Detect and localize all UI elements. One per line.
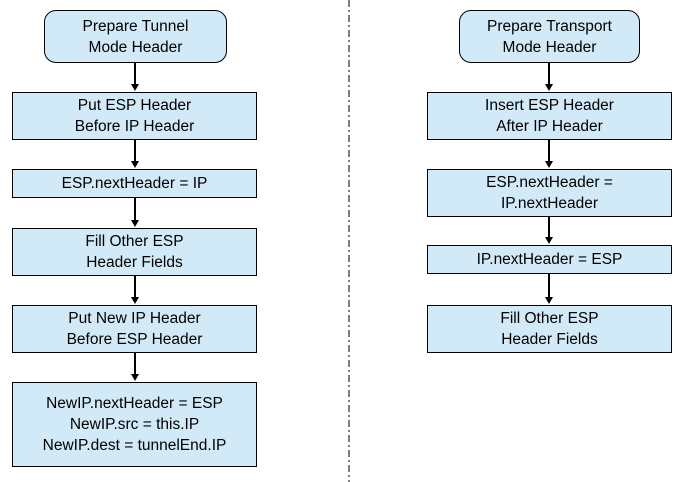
flow-arrow (544, 140, 554, 168)
divider-dashed-line (348, 0, 350, 482)
node-transport-step-4: Fill Other ESP Header Fields (427, 305, 672, 353)
flow-arrow (130, 276, 140, 304)
flow-arrow (544, 63, 554, 91)
node-tunnel-step-1: Put ESP Header Before IP Header (12, 92, 257, 140)
flow-arrow (544, 274, 554, 304)
node-tunnel-step-2-label: ESP.nextHeader = IP (61, 175, 208, 192)
node-transport-step-4-label: Fill Other ESP Header Fields (500, 310, 599, 348)
flow-arrow (544, 217, 554, 244)
node-tunnel-step-5: NewIP.nextHeader = ESP NewIP.src = this.… (12, 382, 257, 467)
node-transport-step-2-label: ESP.nextHeader = IP.nextHeader (486, 174, 613, 212)
flow-arrow (130, 140, 140, 168)
flow-arrow (130, 63, 140, 91)
node-transport-step-3-label: IP.nextHeader = ESP (476, 251, 623, 268)
node-tunnel-step-4-label: Put New IP Header Before ESP Header (66, 310, 203, 348)
arrow-shaft (134, 63, 136, 87)
node-transport-start-label: Prepare Transport Mode Header (487, 17, 612, 56)
node-tunnel-step-2: ESP.nextHeader = IP (12, 169, 257, 198)
arrow-shaft (548, 63, 550, 87)
node-tunnel-step-3-label: Fill Other ESP Header Fields (85, 233, 184, 271)
arrow-head-icon (131, 374, 139, 381)
flow-arrow (130, 198, 140, 227)
node-tunnel-step-3: Fill Other ESP Header Fields (12, 228, 257, 276)
arrow-head-icon (131, 161, 139, 168)
node-tunnel-step-5-label: NewIP.nextHeader = ESP NewIP.src = this.… (42, 395, 227, 454)
arrow-head-icon (131, 297, 139, 304)
node-tunnel-step-4: Put New IP Header Before ESP Header (12, 305, 257, 353)
arrow-head-icon (131, 220, 139, 227)
arrow-shaft (134, 198, 136, 223)
arrow-shaft (548, 217, 550, 240)
arrow-head-icon (545, 161, 553, 168)
arrow-shaft (548, 140, 550, 164)
arrow-head-icon (545, 237, 553, 244)
node-transport-step-3: IP.nextHeader = ESP (427, 245, 672, 274)
node-transport-step-1-label: Insert ESP Header After IP Header (485, 97, 614, 135)
node-tunnel-start: Prepare Tunnel Mode Header (44, 10, 227, 63)
arrow-shaft (134, 140, 136, 164)
node-transport-start: Prepare Transport Mode Header (459, 10, 640, 63)
arrow-head-icon (545, 84, 553, 91)
node-tunnel-start-label: Prepare Tunnel Mode Header (82, 17, 189, 56)
arrow-shaft (134, 353, 136, 377)
arrow-head-icon (131, 84, 139, 91)
arrow-shaft (548, 274, 550, 300)
node-transport-step-2: ESP.nextHeader = IP.nextHeader (427, 169, 672, 217)
node-transport-step-1: Insert ESP Header After IP Header (427, 92, 672, 140)
arrow-shaft (134, 276, 136, 300)
arrow-head-icon (545, 297, 553, 304)
node-tunnel-step-1-label: Put ESP Header Before IP Header (74, 97, 195, 135)
flow-arrow (130, 353, 140, 381)
